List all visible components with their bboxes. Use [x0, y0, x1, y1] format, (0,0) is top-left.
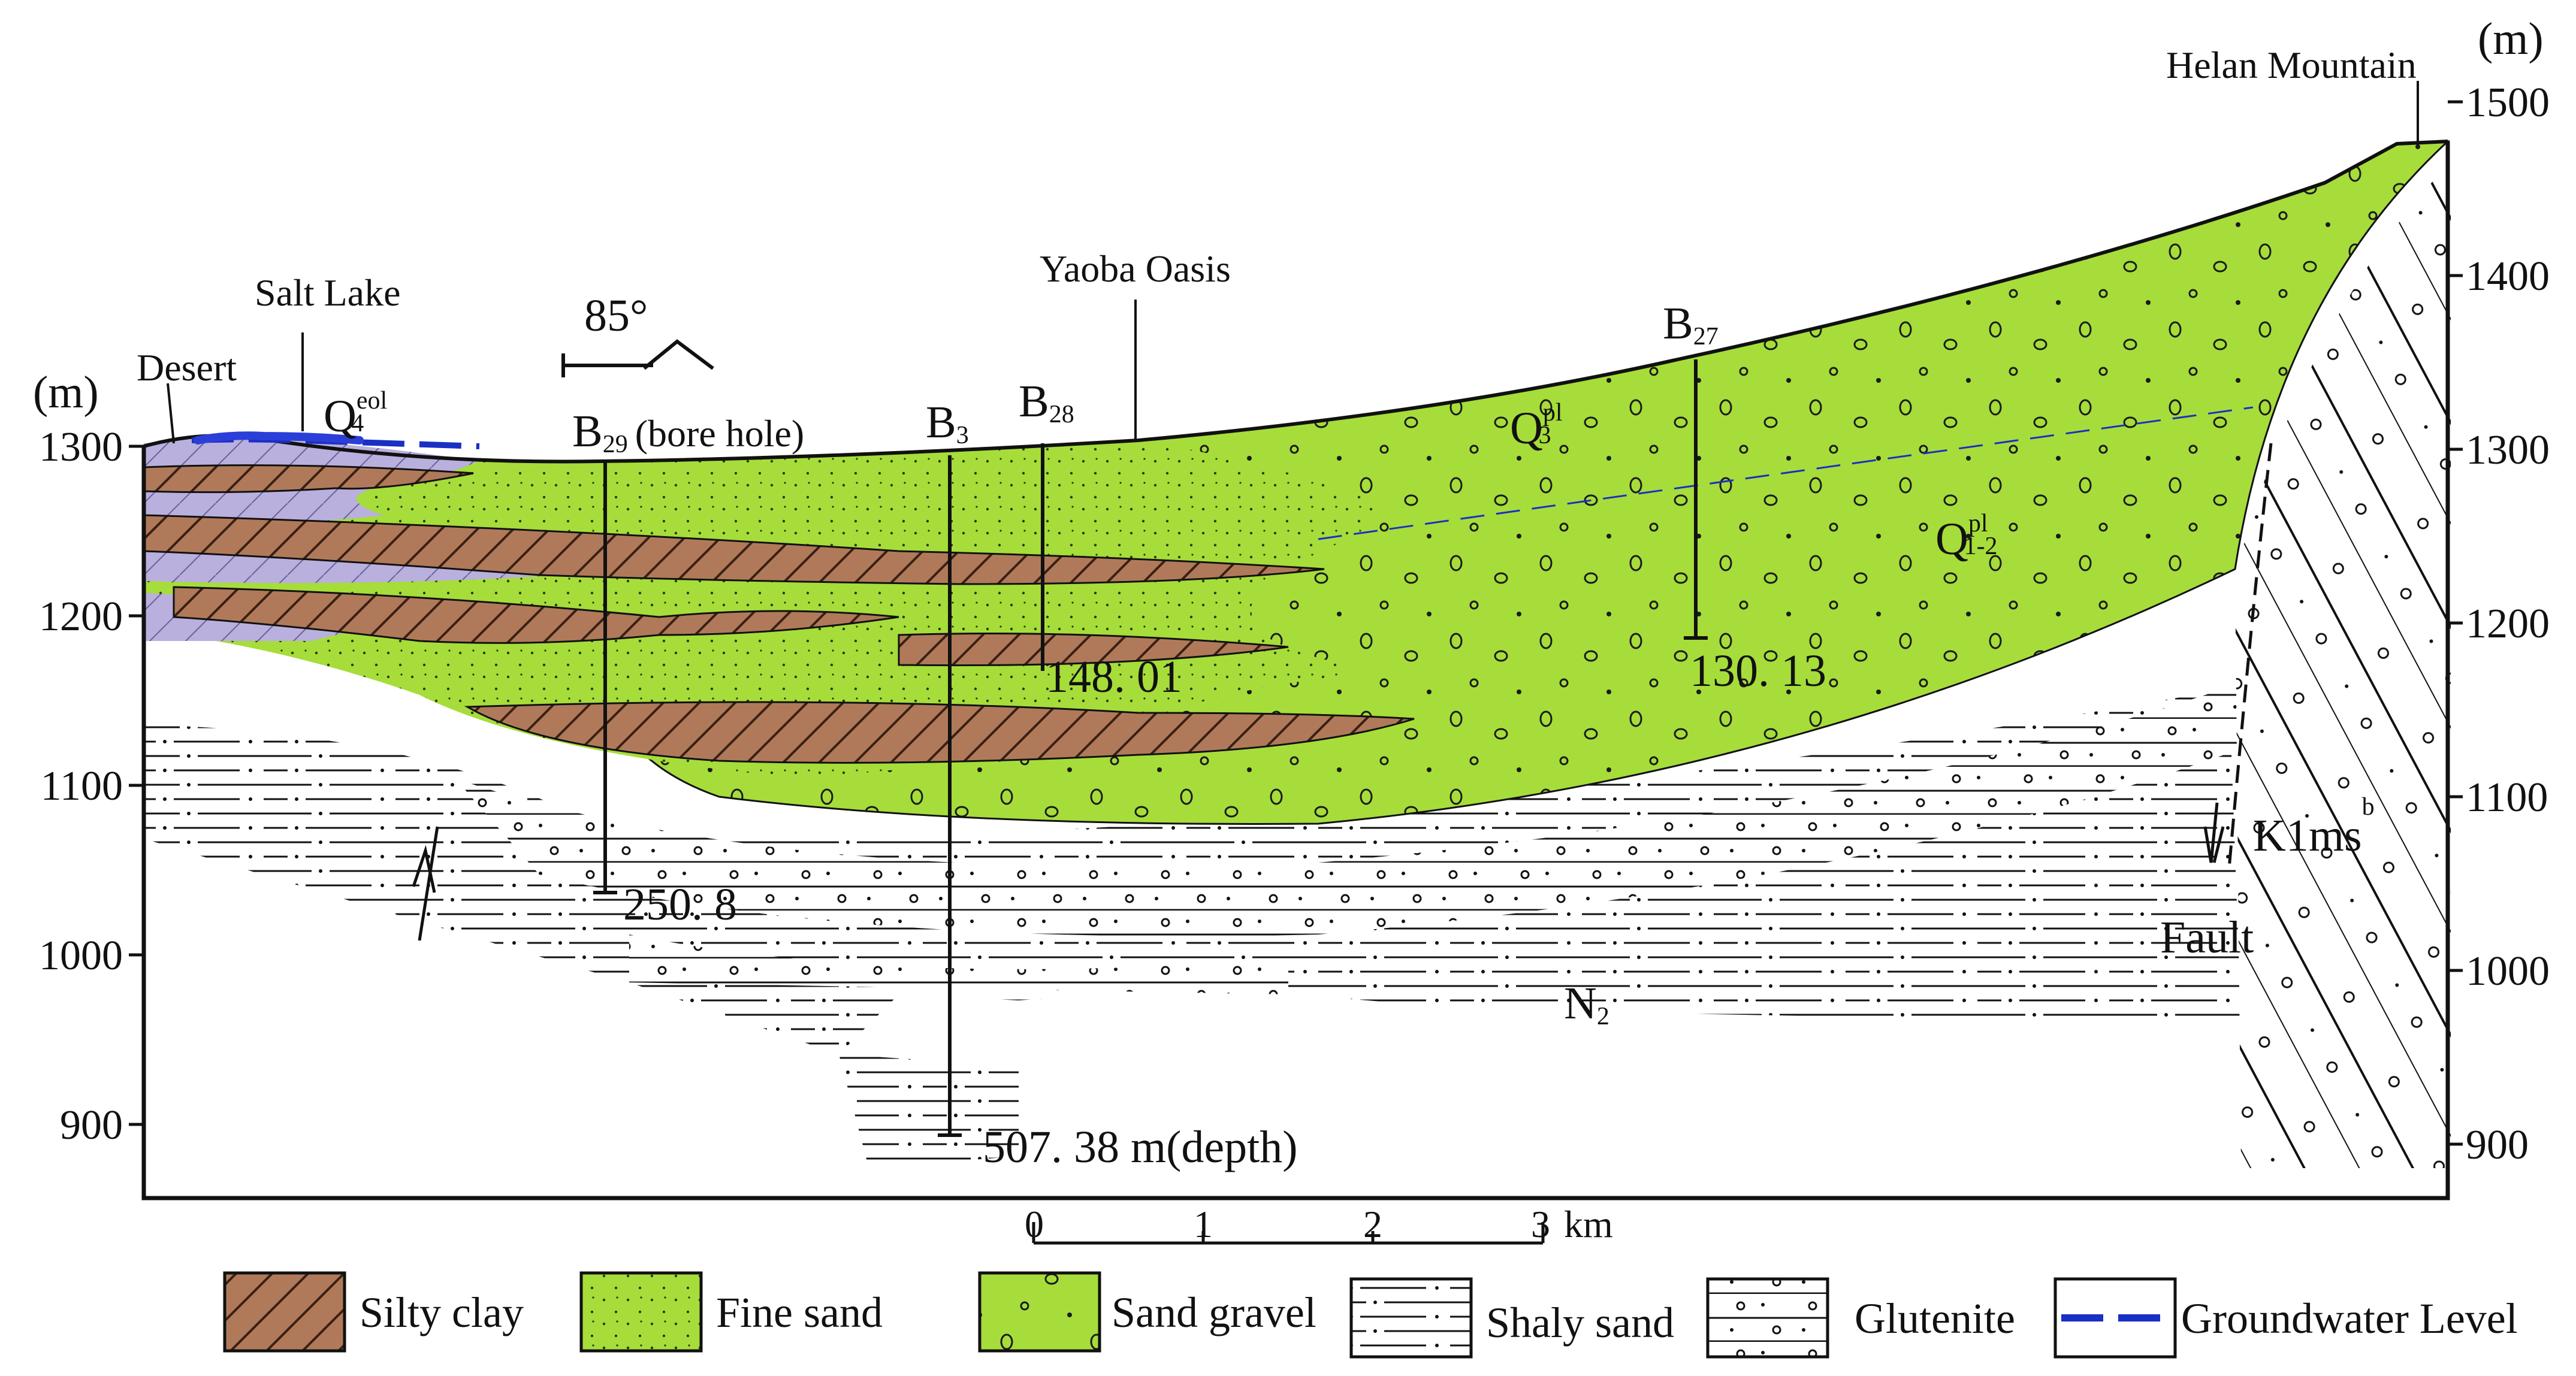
helan-mountain-label: Helan Mountain: [2166, 44, 2417, 86]
svg-text:Silty clay: Silty clay: [360, 1289, 524, 1336]
fault-label: Fault: [2160, 912, 2254, 963]
borehole-b3-depth: 507. 38 m(depth): [983, 1122, 1298, 1172]
borehole-b28-depth: 148. 01: [1046, 652, 1182, 702]
left-axis-tick-label: 1300: [39, 424, 123, 470]
right-axis-tick-label: 1100: [2466, 775, 2548, 821]
legend-item-shaly-sand: Shaly sand: [1349, 1277, 1674, 1359]
yaoba-oasis-label: Yaoba Oasis: [1040, 247, 1231, 290]
left-axis-tick-label: 900: [60, 1102, 123, 1148]
glutenite-band: [455, 683, 2241, 936]
silty-clay-lens: [143, 514, 1325, 585]
silty-clay-lens: [143, 464, 474, 494]
borehole-b29-label: B29(bore hole): [572, 406, 804, 458]
glutenite-band: [629, 935, 1288, 994]
svg-text:Fine sand: Fine sand: [716, 1289, 883, 1336]
svg-text:Glutenite: Glutenite: [1855, 1295, 2015, 1342]
right-axis: (m) 1500 1400 1300 1200 1100 1000 900: [2448, 14, 2550, 1168]
borehole-b27-label: B27: [1663, 298, 1719, 350]
left-axis-tick-label: 1200: [39, 594, 123, 640]
ground-surface: [143, 140, 2448, 464]
groundwater-level-lines: [191, 406, 2254, 540]
desert-label: Desert: [137, 346, 237, 389]
scale-tick-1: 1: [1194, 1203, 1213, 1245]
left-axis: (m) 1300 1200 1100 1000 900: [33, 367, 144, 1148]
legend-item-groundwater-level: Groundwater Level: [2053, 1277, 2518, 1359]
svg-text:Groundwater Level: Groundwater Level: [2181, 1295, 2518, 1342]
dip-symbol: 85°: [561, 291, 714, 377]
salt-lake-water: [194, 431, 364, 444]
scale-tick-2: 2: [1363, 1203, 1382, 1245]
section-body: [141, 140, 2451, 1200]
scale-tick-0: 0: [1025, 1203, 1044, 1245]
salt-lake-label: Salt Lake: [255, 271, 400, 314]
dip-angle-label: 85°: [584, 291, 648, 341]
mountain-basement: [2235, 162, 2451, 1168]
right-axis-tick-label: 900: [2466, 1122, 2529, 1168]
borehole-b27-depth: 130. 13: [1690, 646, 1826, 696]
leader-lines: [167, 81, 2419, 444]
silty-clay-lens: [173, 586, 899, 644]
unit-n2-label: N2: [1564, 978, 1609, 1030]
svg-text:Shaly sand: Shaly sand: [1486, 1299, 1674, 1347]
scale-bar: 0 1 2 3 km: [1025, 1203, 1613, 1245]
fault-line: [412, 443, 2273, 941]
legend-item-fine-sand: Fine sand: [579, 1271, 883, 1353]
fine-sand-body: [144, 440, 1378, 779]
right-axis-tick-label: 1200: [2466, 601, 2550, 647]
legend-item-sand-gravel: Sand gravel: [978, 1271, 1316, 1353]
left-axis-unit: (m): [33, 367, 99, 418]
borehole-b28-label: B28: [1019, 376, 1074, 428]
right-axis-unit: (m): [2478, 14, 2544, 64]
svg-text:Sand gravel: Sand gravel: [1112, 1289, 1316, 1336]
right-axis-tick-label: 1300: [2466, 427, 2550, 473]
legend: Silty clay Fine sand Sand gravel Shaly s…: [223, 1271, 2518, 1359]
silty-clay-lens: [898, 633, 1289, 667]
silty-clay-lens: [464, 701, 1415, 764]
left-axis-tick-label: 1100: [41, 763, 123, 809]
legend-item-glutenite: Glutenite: [1706, 1277, 2015, 1359]
borehole-b29-depth: 250. 8: [623, 879, 737, 930]
legend-item-silty-clay: Silty clay: [223, 1271, 524, 1353]
section-frame: [141, 141, 2450, 1200]
unit-k1-label: K1msb: [2253, 793, 2375, 861]
borehole-b3-label: B3: [926, 397, 969, 449]
scale-tick-3: 3: [1531, 1203, 1550, 1245]
left-axis-tick-label: 1000: [39, 933, 123, 979]
right-axis-tick-label: 1400: [2466, 253, 2550, 300]
boreholes: [593, 359, 1708, 1137]
right-axis-tick-label: 1000: [2466, 948, 2550, 994]
scale-unit: km: [1564, 1203, 1613, 1245]
right-axis-tick-label: 1500: [2466, 80, 2550, 126]
